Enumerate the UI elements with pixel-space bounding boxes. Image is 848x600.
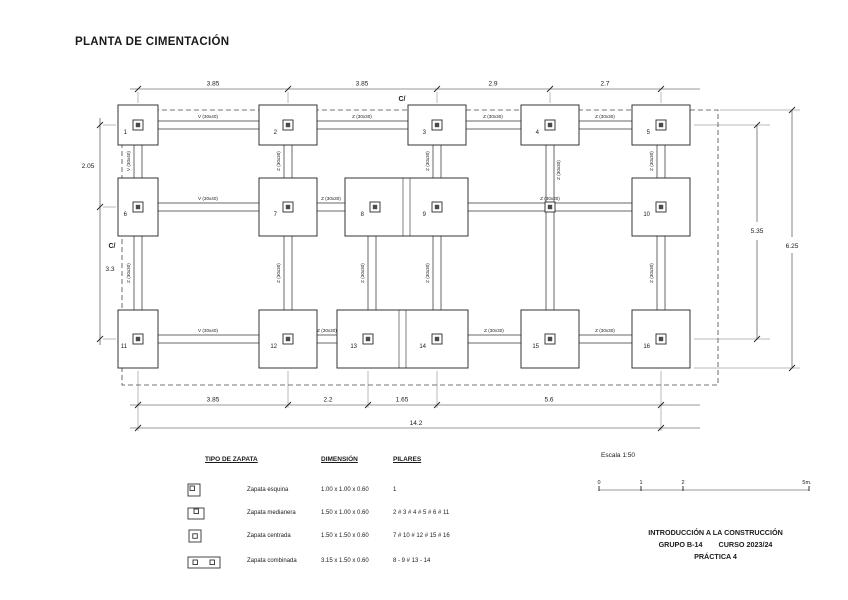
dimension-label: 3.85 <box>356 81 369 88</box>
title-block: INTRODUCCIÓN A LA CONSTRUCCIÓN GRUPO B-1… <box>628 527 803 563</box>
legend-row-medianera: Zapata medianera 1.50 x 1.00 x 0.60 2 # … <box>185 505 495 525</box>
practice-label: PRÁCTICA 4 <box>694 552 737 561</box>
section-label-left: C/ <box>109 243 116 250</box>
dimension-label: 5.6 <box>544 397 553 404</box>
combined-footing-beam-lines <box>398 178 411 368</box>
dimension-left: 2.05 3.3 C/ <box>82 118 116 345</box>
section-label-top: C/ <box>399 96 406 103</box>
pillar-number: 4 <box>536 130 540 136</box>
dimension-label: 6.25 <box>786 243 799 250</box>
dimension-right: 5.35 6.25 <box>694 106 800 372</box>
beam-label: V (30x40) <box>198 328 218 333</box>
pillar-number: 5 <box>647 130 651 136</box>
legend-pilares: 1 <box>393 487 397 493</box>
legend-tipo: Zapata medianera <box>247 510 296 516</box>
legend-header-pilares: PILARES <box>393 456 422 463</box>
zapata-centrada-icon <box>187 528 221 547</box>
course-title: INTRODUCCIÓN A LA CONSTRUCCIÓN <box>648 528 783 537</box>
pillar-number: 16 <box>643 344 650 350</box>
zapata-medianera-icon <box>187 505 221 524</box>
zapata-combinada-icon <box>187 553 227 574</box>
dimension-label: 3.3 <box>105 266 114 273</box>
legend-table: TIPO DE ZAPATA DIMENSIÓN PILARES Zapata … <box>185 456 495 588</box>
scale-label: Escala 1:50 <box>601 452 635 459</box>
beam-label: Z (30x30) <box>360 263 365 283</box>
dimension-label: 3.85 <box>207 81 220 88</box>
beam-label: Z (30x30) <box>352 114 372 119</box>
dimension-label: 1.65 <box>396 397 409 404</box>
scale-tick-label: 5m. <box>802 480 812 486</box>
legend-row-combinada: Zapata combinada 3.15 x 1.50 x 0.60 8 - … <box>185 553 495 573</box>
legend-dim: 1.50 x 1.50 x 0.60 <box>321 533 369 539</box>
pillar-number: 7 <box>274 212 278 218</box>
legend-dim: 3.15 x 1.50 x 0.60 <box>321 558 369 564</box>
zapata-esquina-icon <box>187 482 221 501</box>
legend-tipo: Zapata combinada <box>247 558 297 564</box>
beam-label: Z (30x30) <box>276 263 281 283</box>
beam-label: Z (30x30) <box>321 196 341 201</box>
page-title: PLANTA DE CIMENTACIÓN <box>75 36 230 48</box>
pillar-number: 6 <box>124 212 128 218</box>
dimension-bottom: 3.85 2.2 1.65 5.6 14.2 <box>130 371 700 432</box>
legend-pilares: 8 - 9 # 13 - 14 <box>393 558 431 564</box>
beam-label: Z (30x30) <box>484 328 504 333</box>
legend-tipo: Zapata esquina <box>247 487 289 493</box>
beam-label: Z (30x30) <box>276 151 281 171</box>
legend-row-esquina: Zapata esquina 1.00 x 1.00 x 0.60 1 <box>185 482 495 502</box>
legend-header-tipo: TIPO DE ZAPATA <box>205 456 258 463</box>
legend-row-centrada: Zapata centrada 1.50 x 1.50 x 0.60 7 # 1… <box>185 528 495 548</box>
beam-label: Z (30x30) <box>595 114 615 119</box>
beam-label: Z (30x30) <box>317 328 337 333</box>
pillar-number: 1 <box>124 130 128 136</box>
beam-label: Z (30x30) <box>425 151 430 171</box>
legend-tipo: Zapata centrada <box>247 533 291 539</box>
scale-bar: 0 1 2 5m. <box>597 480 812 491</box>
pillar-number: 13 <box>350 344 357 350</box>
dimension-label: 5.35 <box>751 228 764 235</box>
beam-label: Z (30x30) <box>126 263 131 283</box>
pillar-number: 14 <box>419 344 426 350</box>
legend-dim: 1.50 x 1.00 x 0.60 <box>321 510 369 516</box>
group-label: GRUPO B-14 <box>658 540 703 549</box>
legend-header-dimension: DIMENSIÓN <box>321 456 358 463</box>
dimension-label: 2.7 <box>600 81 609 88</box>
foundation-plan-drawing: 1 2 3 4 5 6 7 8 9 10 11 12 13 14 15 16 V… <box>82 81 800 432</box>
pillar-number: 9 <box>423 212 427 218</box>
scale-tick-label: 1 <box>639 480 642 486</box>
legend-pilares: 7 # 10 # 12 # 15 # 16 <box>393 533 450 539</box>
beam-label: Z (30x30) <box>425 263 430 283</box>
legend-dim: 1.00 x 1.00 x 0.60 <box>321 487 369 493</box>
scale-tick-label: 2 <box>681 480 684 486</box>
dimension-top: 3.85 3.85 2.9 2.7 C/ <box>130 81 700 103</box>
beam-label: Z (30x30) <box>649 263 654 283</box>
pillar-number: 15 <box>532 344 539 350</box>
dimension-label: 2.2 <box>323 397 332 404</box>
pillar-numbers: 1 2 3 4 5 6 7 8 9 10 11 12 13 14 15 16 <box>121 130 651 350</box>
pillar-number: 12 <box>270 344 277 350</box>
beam-labels: V (30x40) Z (30x30) Z (30x30) Z (30x30) … <box>126 114 654 333</box>
pillar-number: 2 <box>274 130 278 136</box>
dimension-label: 2.9 <box>488 81 497 88</box>
beam-label: Z (30x30) <box>595 328 615 333</box>
beam-label: V (30x40) <box>126 151 131 171</box>
beam-label: V (30x40) <box>198 196 218 201</box>
beam-label: Z (30x30) <box>649 151 654 171</box>
dimension-label-total: 14.2 <box>410 420 423 427</box>
legend-pilares: 2 # 3 # 4 # 5 # 6 # 11 <box>393 510 450 516</box>
pillar-number: 3 <box>423 130 427 136</box>
course-year-label: CURSO 2023/24 <box>718 540 773 549</box>
scale-tick-label: 0 <box>597 480 600 486</box>
beam-label: Z (30x30) <box>483 114 503 119</box>
beam-label: Z (30x30) <box>556 160 561 180</box>
beam-label: V (30x40) <box>198 114 218 119</box>
pillar-number: 11 <box>121 344 128 350</box>
dimension-label: 2.05 <box>82 163 95 170</box>
pillar-number: 10 <box>643 212 650 218</box>
dimension-label: 3.85 <box>207 397 220 404</box>
beam-label: Z (30x30) <box>540 196 560 201</box>
pillar-number: 8 <box>361 212 365 218</box>
